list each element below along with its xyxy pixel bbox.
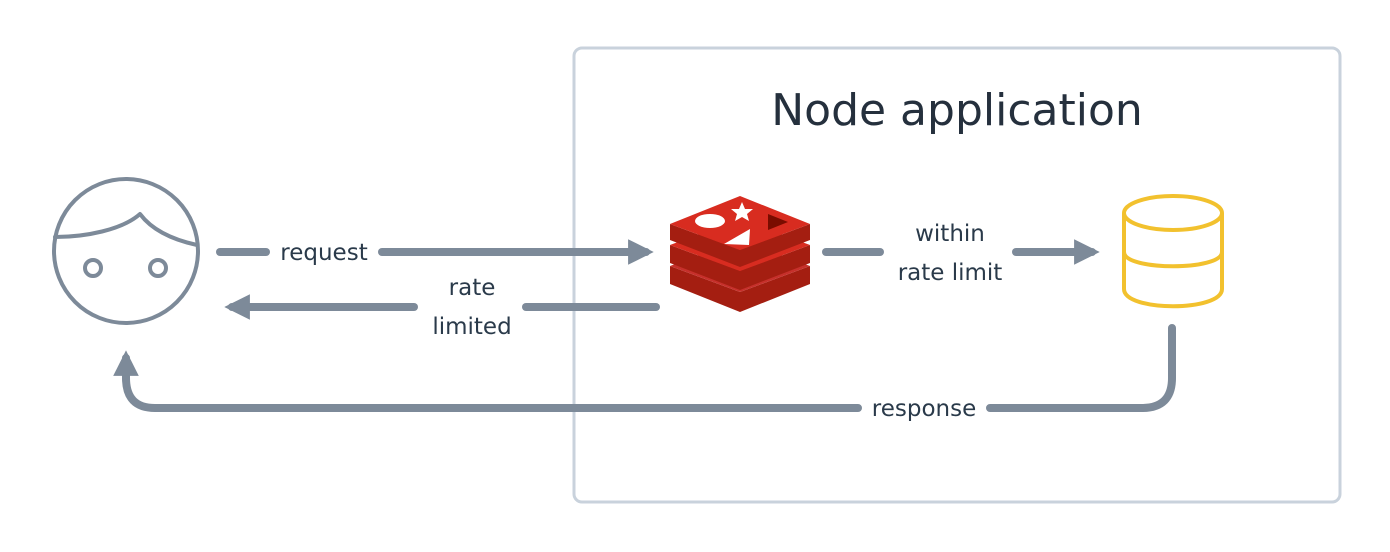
within-rate-limit-label-line1: within	[915, 221, 985, 247]
request-label: request	[280, 240, 367, 266]
user-face-icon	[52, 177, 200, 325]
within-rate-limit-label-line2: rate limit	[898, 260, 1003, 286]
response-label: response	[872, 396, 976, 422]
rate-limited-label-line1: rate	[449, 275, 496, 301]
node-application-container	[572, 46, 1342, 504]
container-title: Node application	[771, 85, 1143, 136]
response-arrow	[113, 324, 1176, 412]
rate-limited-label-line2: limited	[432, 314, 511, 340]
redis-logo-icon	[670, 196, 810, 312]
database-icon	[1122, 194, 1224, 309]
